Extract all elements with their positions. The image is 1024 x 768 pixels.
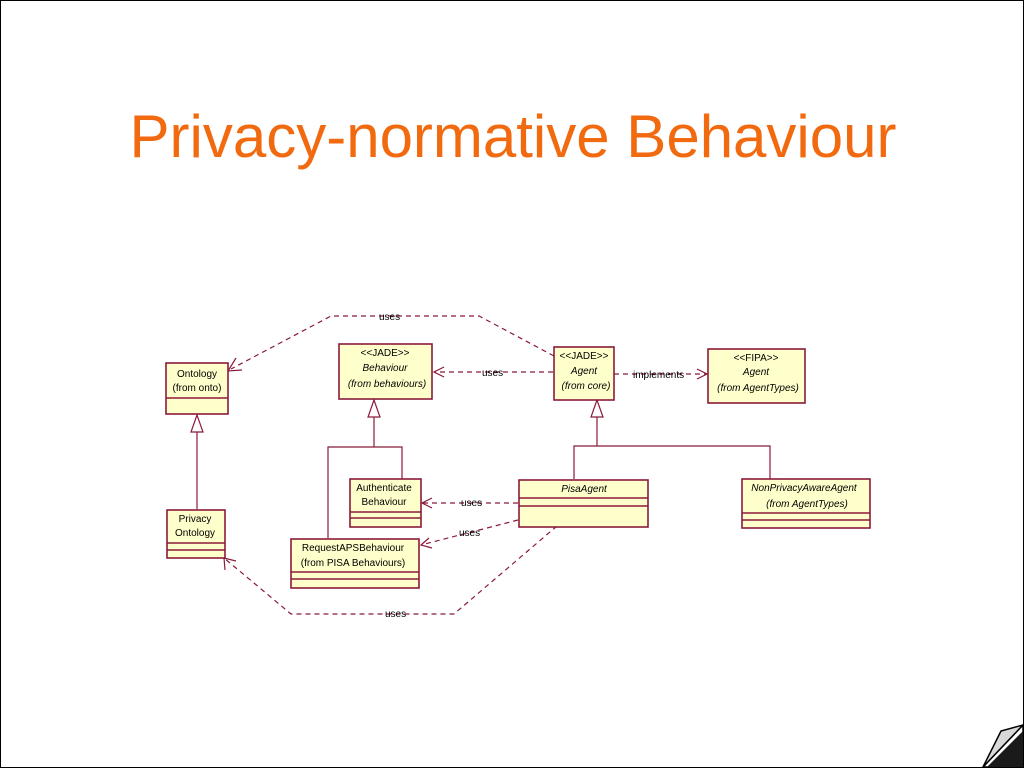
gen-privacy-ontology-triangle — [190, 413, 204, 433]
jade-agent-stereotype: <<JADE>> — [560, 351, 609, 362]
class-authenticate-behaviour[interactable]: Authenticate Behaviour — [349, 478, 422, 528]
non-privacy-agent-name: NonPrivacyAwareAgent — [751, 483, 858, 494]
authenticate-line2: Behaviour — [361, 497, 407, 508]
class-ontology[interactable]: Ontology (from onto) — [165, 362, 229, 415]
behaviour-stereotype: <<JADE>> — [361, 348, 410, 359]
ontology-from: (from onto) — [173, 383, 222, 394]
class-privacy-ontology[interactable]: Privacy Ontology — [166, 509, 226, 559]
uses-agent-behaviour-arrowhead — [432, 366, 445, 378]
behaviour-name: Behaviour — [362, 363, 408, 374]
behaviour-from: (from behaviours) — [348, 379, 426, 390]
non-privacy-agent-from: (from AgentTypes) — [766, 499, 848, 510]
uses-bottom-label: uses — [385, 609, 406, 620]
jade-agent-name: Agent — [570, 366, 598, 377]
gen-agent-triangle — [590, 398, 604, 418]
slide-title: Privacy-normative Behaviour — [129, 103, 897, 170]
implements-arrowhead — [696, 368, 709, 380]
class-non-privacy-aware-agent[interactable]: NonPrivacyAwareAgent (from AgentTypes) — [741, 478, 871, 529]
class-fipa-agent[interactable]: <<FIPA>> Agent (from AgentTypes) — [707, 348, 806, 404]
class-jade-behaviour[interactable]: <<JADE>> Behaviour (from behaviours) — [338, 343, 433, 400]
privacy-ontology-line2: Ontology — [175, 528, 215, 539]
authenticate-line1: Authenticate — [356, 483, 412, 494]
uses-pisa-auth-arrowhead — [420, 497, 433, 509]
privacy-ontology-line1: Privacy — [179, 514, 212, 525]
gen-behaviour-triangle — [367, 398, 381, 418]
gen-agent-branch — [573, 445, 771, 479]
fipa-agent-from: (from AgentTypes) — [717, 383, 799, 394]
uses-pisa-request-line — [420, 519, 519, 546]
uses-request-label: uses — [459, 528, 480, 539]
uses-top-label: uses — [379, 312, 400, 323]
fipa-agent-stereotype: <<FIPA>> — [734, 353, 779, 364]
fipa-agent-name: Agent — [742, 367, 770, 378]
uses-agent-ontology-line — [230, 315, 555, 370]
uses-pisa-privacy-line — [223, 525, 558, 615]
implements-label: implements — [633, 370, 684, 381]
gen-behaviour-branch — [327, 446, 403, 538]
class-request-aps-behaviour[interactable]: RequestAPSBehaviour (from PISA Behaviour… — [290, 538, 420, 589]
ontology-name: Ontology — [177, 369, 217, 380]
request-aps-from: (from PISA Behaviours) — [301, 558, 405, 569]
uses-pisa-request-arrowhead — [419, 537, 433, 549]
pisa-agent-name: PisaAgent — [561, 484, 608, 495]
class-pisa-agent[interactable]: PisaAgent — [518, 479, 649, 528]
uses-auth-label: uses — [461, 498, 482, 509]
uses-agent-behaviour-label: uses — [482, 368, 503, 379]
jade-agent-from: (from core) — [562, 381, 611, 392]
request-aps-name: RequestAPSBehaviour — [302, 543, 405, 554]
class-jade-agent[interactable]: <<JADE>> Agent (from core) — [553, 346, 615, 401]
